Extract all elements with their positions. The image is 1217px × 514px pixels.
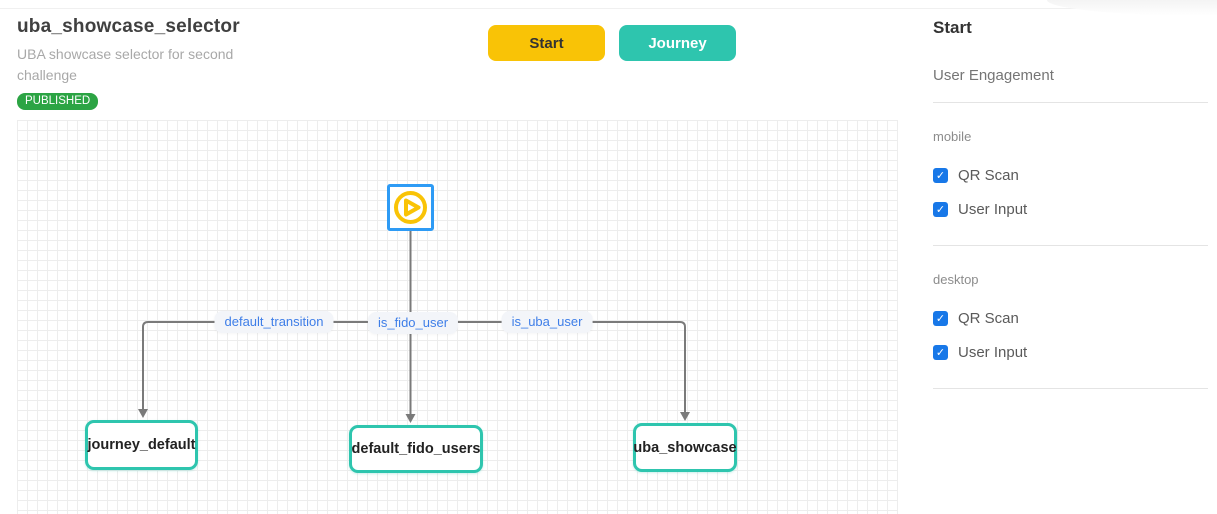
edge-label-default-transition[interactable]: default_transition — [214, 311, 334, 333]
checkbox-row-mobile-qr-scan[interactable]: QR Scan — [933, 167, 1208, 184]
checkbox-label: QR Scan — [958, 310, 1019, 327]
checkbox-row-desktop-qr-scan[interactable]: QR Scan — [933, 310, 1208, 327]
flow-node-journey-default[interactable]: journey_default — [85, 420, 198, 470]
panel-subtitle: User Engagement — [933, 67, 1054, 84]
checkbox-label: QR Scan — [958, 167, 1019, 184]
section-label-mobile: mobile — [933, 129, 972, 144]
checkbox-label: User Input — [958, 344, 1028, 361]
checkbox-checked-icon[interactable] — [933, 202, 948, 217]
start-node-button[interactable]: Start — [488, 25, 605, 61]
checkbox-checked-icon[interactable] — [933, 345, 948, 360]
flow-canvas[interactable]: default_transition is_fido_user is_uba_u… — [17, 120, 898, 514]
checkbox-row-desktop-user-input[interactable]: User Input — [933, 344, 1208, 361]
flow-node-default-fido-users[interactable]: default_fido_users — [349, 425, 483, 473]
properties-panel: Start User Engagement mobile QR Scan Use… — [933, 0, 1208, 389]
node-palette: Start Journey — [488, 25, 736, 61]
page-title: uba_showcase_selector — [17, 16, 240, 37]
edge-label-is-fido-user[interactable]: is_fido_user — [367, 312, 459, 334]
journey-node-button[interactable]: Journey — [619, 25, 736, 61]
page-subtitle: UBA showcase selector for second challen… — [17, 46, 234, 83]
checkbox-row-mobile-user-input[interactable]: User Input — [933, 201, 1208, 218]
play-icon — [394, 191, 427, 224]
checkbox-checked-icon[interactable] — [933, 311, 948, 326]
checkbox-label: User Input — [958, 201, 1028, 218]
panel-title: Start — [933, 18, 972, 37]
section-label-desktop: desktop — [933, 272, 979, 287]
panel-divider — [933, 388, 1208, 389]
checkbox-checked-icon[interactable] — [933, 168, 948, 183]
status-badge: PUBLISHED — [17, 93, 99, 110]
journey-header: uba_showcase_selector UBA showcase selec… — [17, 16, 242, 110]
panel-divider — [933, 102, 1208, 103]
flow-node-uba-showcase[interactable]: uba_showcase — [633, 423, 737, 472]
edge-label-is-uba-user[interactable]: is_uba_user — [501, 311, 593, 333]
top-divider — [0, 8, 1217, 9]
start-flow-node[interactable] — [387, 184, 434, 231]
panel-divider — [933, 245, 1208, 246]
